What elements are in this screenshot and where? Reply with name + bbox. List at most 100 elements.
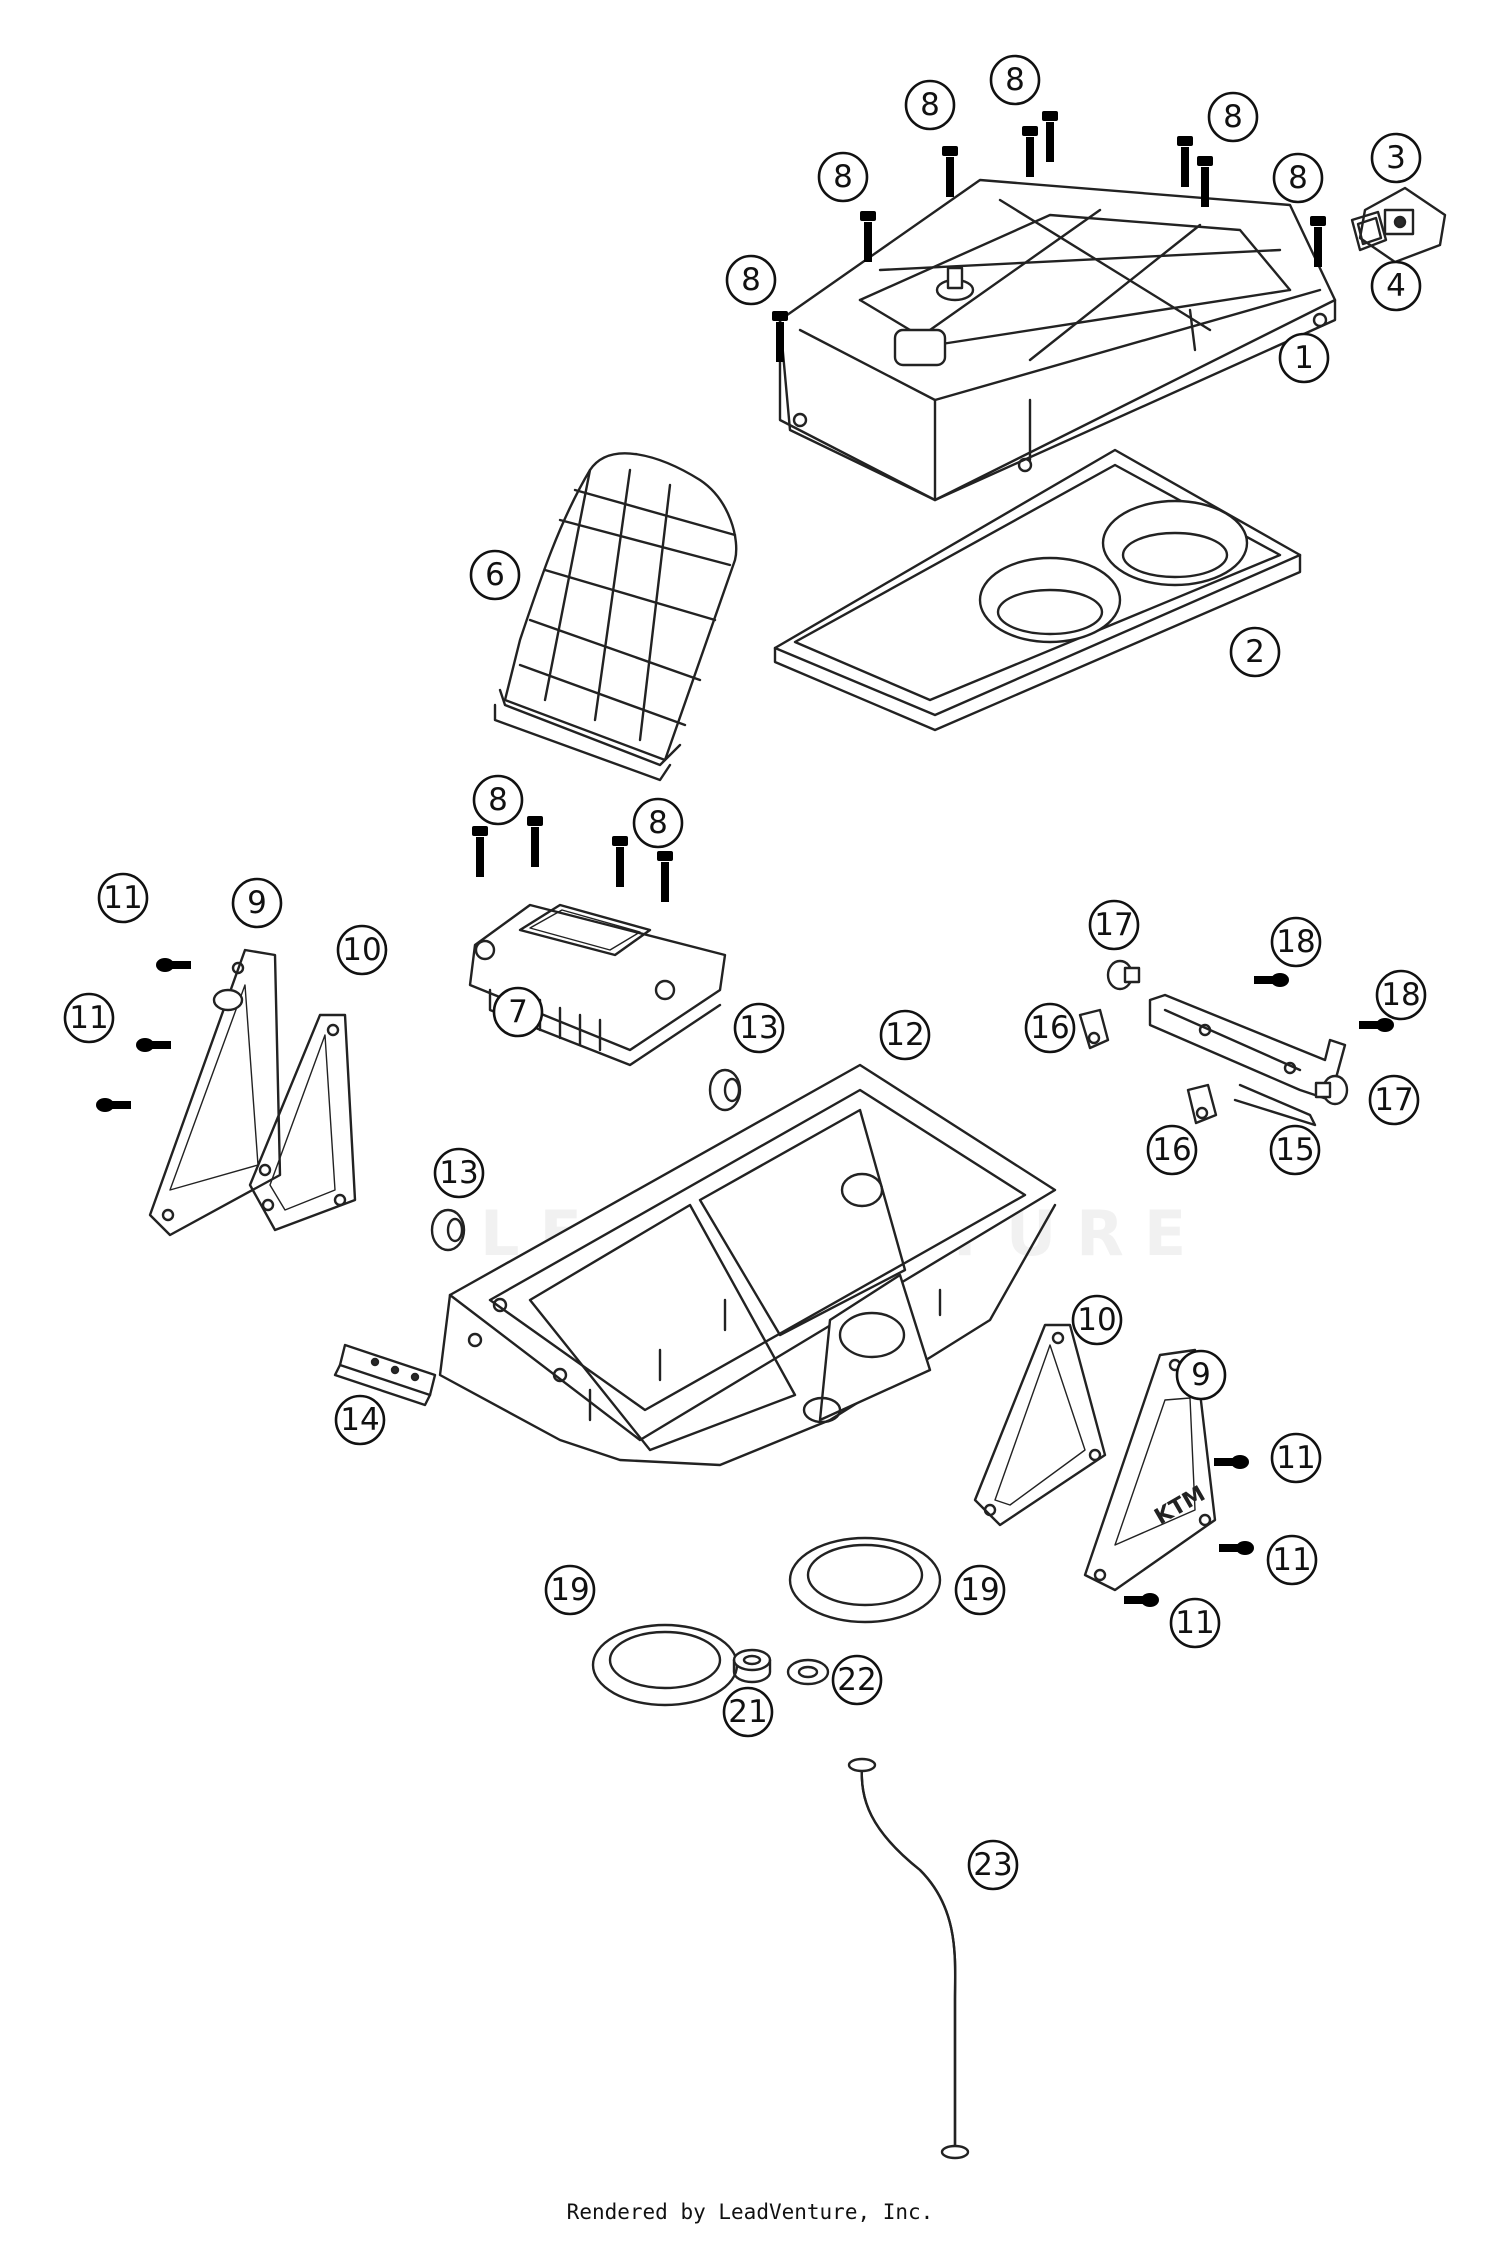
callout-11d: 11	[1266, 1534, 1318, 1586]
svg-text:8: 8	[1223, 99, 1243, 135]
callout-11b: 11	[63, 992, 115, 1044]
svg-text:17: 17	[1374, 1082, 1413, 1118]
render-credit: Rendered by LeadVenture, Inc.	[566, 2200, 934, 2224]
svg-text:13: 13	[739, 1010, 778, 1046]
svg-text:13: 13	[439, 1155, 478, 1191]
callout-10b: 10	[1071, 1294, 1123, 1346]
svg-text:16: 16	[1152, 1132, 1191, 1168]
part-bracket-screw-lower	[1359, 1018, 1394, 1032]
svg-text:17: 17	[1094, 907, 1133, 943]
svg-text:3: 3	[1386, 140, 1406, 176]
part-bracket	[1148, 993, 1347, 1127]
svg-text:4: 4	[1386, 268, 1406, 304]
part-rubber-buffer-left	[1106, 959, 1141, 991]
callout-13a: 13	[733, 1002, 785, 1054]
callout-9b: 9	[1175, 1349, 1227, 1401]
svg-text:11: 11	[1276, 1440, 1315, 1476]
part-speed-nut-lower	[1186, 1083, 1218, 1125]
callout-7: 7	[492, 986, 544, 1038]
callout-16a: 16	[1024, 1002, 1076, 1054]
svg-text:11: 11	[1272, 1542, 1311, 1578]
svg-text:11: 11	[103, 880, 142, 916]
svg-text:11: 11	[1175, 1605, 1214, 1641]
callout-2: 2	[1229, 626, 1281, 678]
callout-19a: 19	[544, 1564, 596, 1616]
svg-text:21: 21	[728, 1694, 767, 1730]
svg-text:15: 15	[1275, 1132, 1314, 1168]
part-speed-nut-upper	[1078, 1008, 1110, 1050]
callout-6: 6	[469, 549, 521, 601]
part-grommet-22	[786, 1658, 830, 1686]
svg-text:2: 2	[1245, 634, 1265, 670]
part-ring-right	[788, 1536, 942, 1624]
callout-11c: 11	[1270, 1432, 1322, 1484]
callout-8c: 8	[1207, 91, 1259, 143]
svg-text:16: 16	[1030, 1010, 1069, 1046]
svg-text:8: 8	[488, 782, 508, 818]
svg-text:12: 12	[885, 1017, 924, 1053]
part-grommet-21	[732, 1648, 772, 1684]
svg-text:9: 9	[1191, 1357, 1211, 1393]
part-small-cover	[1358, 186, 1447, 264]
callout-13b: 13	[433, 1147, 485, 1199]
part-bracket-screw-upper	[1254, 973, 1289, 987]
svg-text:8: 8	[741, 262, 761, 298]
callout-17a: 17	[1088, 899, 1140, 951]
svg-text:18: 18	[1381, 977, 1420, 1013]
callout-15: 15	[1269, 1124, 1321, 1176]
svg-text:10: 10	[342, 932, 381, 968]
svg-text:23: 23	[973, 1847, 1012, 1883]
part-ring-left	[591, 1623, 739, 1707]
part-side-cover-right: KTM	[1083, 1348, 1217, 1592]
callout-21: 21	[722, 1686, 774, 1738]
callout-8g: 8	[472, 774, 524, 826]
svg-text:11: 11	[69, 1000, 108, 1036]
part-drain-hose	[847, 1757, 970, 2160]
part-air-filter	[773, 448, 1302, 732]
svg-text:7: 7	[508, 994, 528, 1030]
svg-text:6: 6	[485, 557, 505, 593]
svg-text:8: 8	[1288, 160, 1308, 196]
callout-1: 1	[1278, 332, 1330, 384]
callout-23: 23	[967, 1839, 1019, 1891]
svg-text:9: 9	[247, 885, 267, 921]
callout-17b: 17	[1368, 1074, 1420, 1126]
callout-16b: 16	[1146, 1124, 1198, 1176]
callout-19b: 19	[954, 1564, 1006, 1616]
svg-text:18: 18	[1276, 924, 1315, 960]
part-rubber-buffer-right	[1314, 1074, 1349, 1106]
part-grommet-upper	[708, 1068, 742, 1112]
callout-8b: 8	[989, 54, 1041, 106]
svg-text:8: 8	[920, 87, 940, 123]
callout-8f: 8	[725, 254, 777, 306]
part-clip-strip	[333, 1343, 437, 1407]
callout-4: 4	[1370, 260, 1422, 312]
part-intake-flange	[468, 903, 727, 1067]
part-side-cover-left	[148, 948, 282, 1237]
callout-9a: 9	[231, 877, 283, 929]
callout-14: 14	[334, 1394, 386, 1446]
svg-text:8: 8	[833, 159, 853, 195]
svg-text:14: 14	[340, 1402, 379, 1438]
callout-22: 22	[831, 1654, 883, 1706]
svg-text:19: 19	[550, 1572, 589, 1608]
callout-3: 3	[1370, 132, 1422, 184]
part-airbox-cover	[778, 178, 1337, 502]
svg-text:8: 8	[648, 805, 668, 841]
svg-text:10: 10	[1077, 1302, 1116, 1338]
callout-8h: 8	[632, 797, 684, 849]
callout-8e: 8	[1272, 152, 1324, 204]
part-airbox-housing	[438, 1063, 1057, 1467]
part-intake-boot	[493, 452, 738, 782]
callout-18b: 18	[1375, 969, 1427, 1021]
callout-18a: 18	[1270, 916, 1322, 968]
svg-text:1: 1	[1294, 340, 1314, 376]
callout-11a: 11	[97, 872, 149, 924]
svg-text:19: 19	[960, 1572, 999, 1608]
callout-8d: 8	[817, 151, 869, 203]
part-grommet-lower	[430, 1208, 466, 1252]
svg-text:8: 8	[1005, 62, 1025, 98]
part-gasket-small	[1350, 210, 1388, 252]
part-gasket-right	[973, 1323, 1107, 1527]
